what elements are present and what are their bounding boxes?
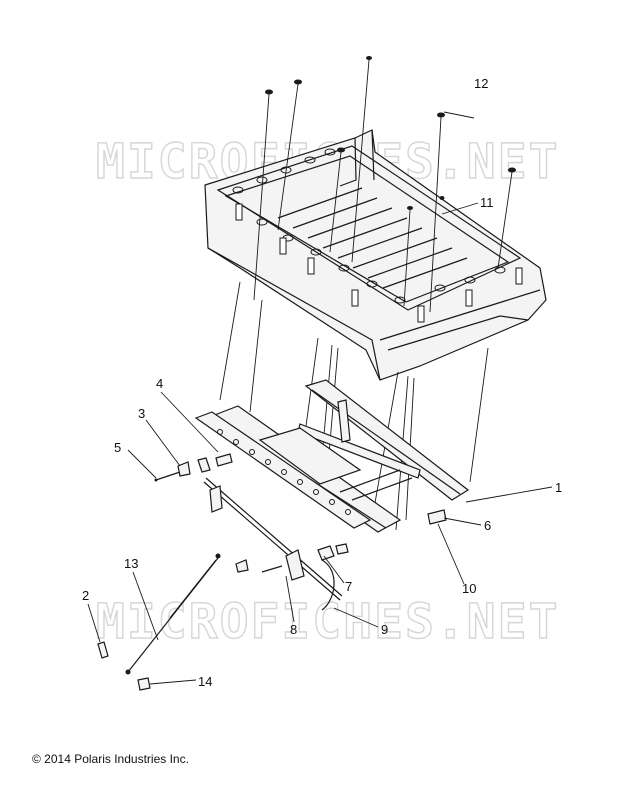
callout-4: 4 bbox=[156, 376, 163, 391]
callout-2: 2 bbox=[82, 588, 89, 603]
callout-7: 7 bbox=[345, 579, 352, 594]
handle-9 bbox=[321, 559, 335, 611]
fasteners-12 bbox=[253, 56, 516, 313]
callout-10: 10 bbox=[462, 581, 476, 596]
callout-3: 3 bbox=[138, 406, 145, 421]
hinge-bar bbox=[194, 411, 372, 529]
gas-strut-13 bbox=[125, 553, 221, 675]
cargo-frame bbox=[210, 379, 470, 533]
clip-14 bbox=[137, 677, 151, 691]
callout-12: 12 bbox=[474, 76, 488, 91]
callout-14: 14 bbox=[198, 674, 212, 689]
callout-8: 8 bbox=[290, 622, 297, 637]
callout-leaders bbox=[87, 111, 553, 685]
latch-8 bbox=[235, 549, 305, 581]
callout-11: 11 bbox=[480, 195, 494, 210]
bracket-left bbox=[197, 453, 343, 601]
callout-6: 6 bbox=[484, 518, 491, 533]
callout-5: 5 bbox=[114, 440, 121, 455]
clip-7 bbox=[317, 543, 349, 561]
callout-labels: 1 2 3 4 5 6 7 8 9 10 11 12 13 14 bbox=[82, 76, 562, 689]
callout-13: 13 bbox=[124, 556, 138, 571]
cargo-box bbox=[204, 129, 547, 381]
watermark-bottom: MICROFICHES.NET bbox=[96, 594, 559, 650]
copyright-text: © 2014 Polaris Industries Inc. bbox=[32, 752, 189, 766]
callout-9: 9 bbox=[381, 622, 388, 637]
callout-1: 1 bbox=[555, 480, 562, 495]
pin-2 bbox=[97, 641, 109, 659]
pin-6 bbox=[427, 509, 447, 525]
clip-3 bbox=[177, 461, 191, 477]
bolt-5 bbox=[154, 471, 181, 482]
